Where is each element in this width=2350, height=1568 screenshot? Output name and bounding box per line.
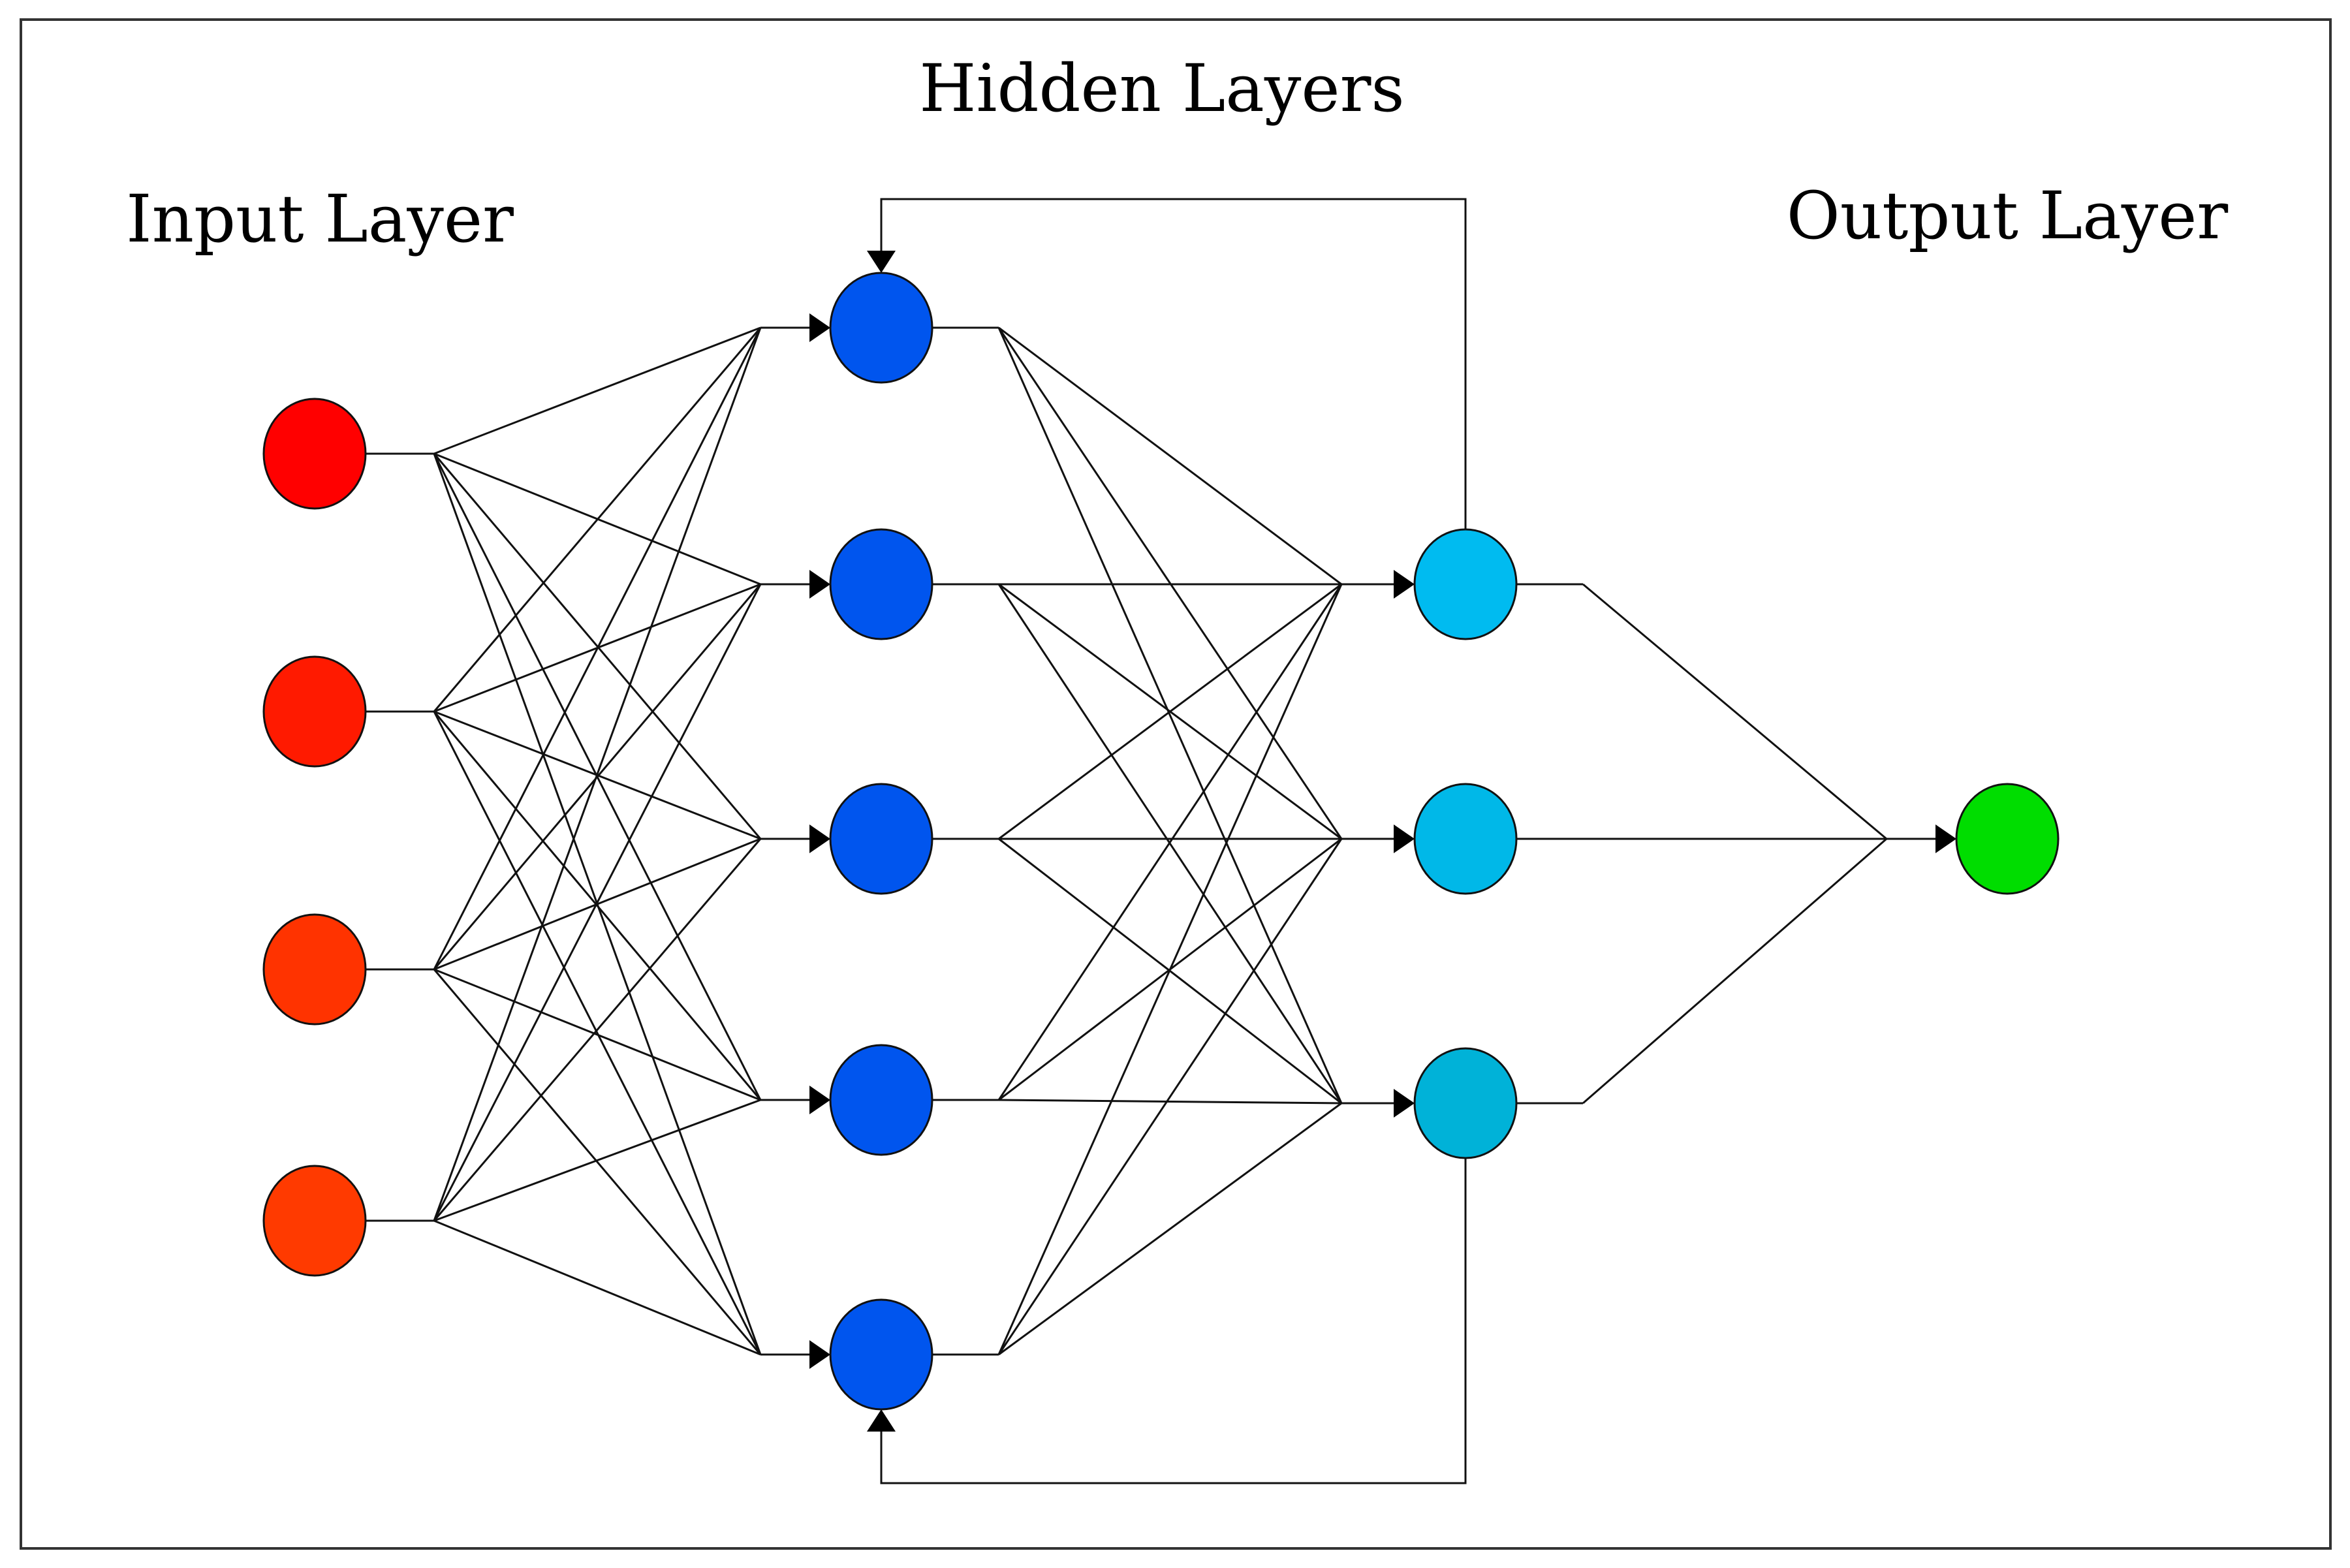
recurrent-link-top [880,198,1467,529]
hidden1-entry-arrow-1 [809,313,830,342]
input-node-4 [262,1165,367,1277]
hidden-2-node-2 [1413,783,1518,895]
edge-hidden1-1-to-hidden2-1 [998,326,1342,586]
edge-hidden1-4-to-hidden2-3 [998,1099,1342,1105]
hidden2-entry-arrow-1 [1394,570,1415,599]
recurrent-arrow-bottom [867,1409,896,1432]
edge-input-2-to-hidden1-1 [433,327,762,712]
connections-group [366,198,1956,1484]
output-node-1 [1955,783,2060,895]
hidden-1-node-2 [829,528,933,640]
edge-input-2-to-hidden1-5 [433,711,762,1355]
edge-input-1-to-hidden1-3 [433,453,762,839]
edge-input-4-to-hidden1-5 [433,1219,761,1356]
input-layer-title: Input Layer [126,181,514,257]
edge-input-1-to-hidden1-1 [433,326,761,455]
edge-hidden1-4-to-hidden2-1 [997,584,1343,1101]
edge-input-3-to-hidden1-4 [433,968,761,1101]
edge-input-2-to-hidden1-4 [433,711,762,1101]
recurrent-link-bottom [880,1158,1467,1484]
hidden1-entry-arrow-5 [809,1340,830,1369]
hidden-2-node-3 [1413,1047,1518,1159]
hidden-1-node-4 [829,1044,933,1156]
hidden-2-node-1 [1413,528,1518,640]
input-node-3 [262,913,367,1026]
input-node-1 [262,398,367,510]
edge-input-4-to-hidden1-1 [433,327,762,1221]
edge-input-4-to-hidden1-2 [433,584,762,1221]
input-node-2 [262,655,367,768]
hidden2-entry-arrow-3 [1394,1089,1415,1118]
edge-hidden2-3-to-output [1582,838,1887,1105]
edge-hidden1-1-to-hidden2-3 [997,327,1343,1104]
hidden1-entry-arrow-2 [809,570,830,599]
edge-input-3-to-hidden1-5 [433,969,762,1355]
edge-hidden1-5-to-hidden2-3 [998,1102,1342,1356]
hidden-layers-title: Hidden Layers [919,50,1404,127]
edge-input-4-to-hidden1-3 [433,838,762,1221]
edge-hidden1-3-to-hidden2-1 [998,583,1342,840]
hidden-1-node-3 [829,783,933,895]
edge-hidden1-5-to-hidden2-2 [997,838,1343,1355]
edge-hidden1-5-to-hidden2-1 [997,584,1343,1355]
output-layer-title: Output Layer [1787,178,2229,254]
hidden-1-node-5 [829,1298,933,1411]
diagram-frame [20,18,2332,1550]
edge-input-4-to-hidden1-4 [433,1099,761,1222]
recurrent-arrow-top [867,251,896,273]
edge-input-3-to-hidden1-1 [433,327,762,970]
hidden2-entry-arrow-2 [1394,824,1415,853]
nodes-group [262,272,2060,1411]
hidden1-entry-arrow-4 [809,1086,830,1114]
hidden-1-node-1 [829,272,933,384]
output-entry-arrow [1935,824,1956,853]
hidden1-entry-arrow-3 [809,824,830,853]
edge-hidden2-1-to-output [1582,583,1887,840]
